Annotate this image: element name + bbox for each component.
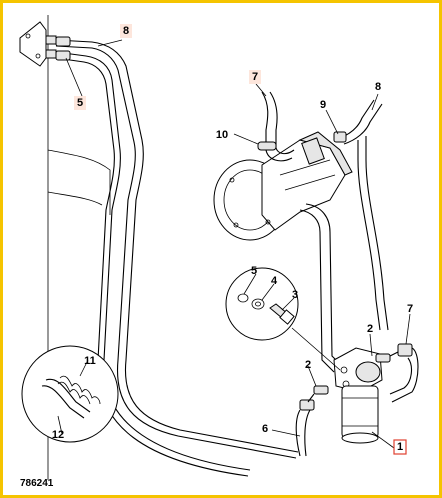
callout-8: 8 [120, 24, 132, 38]
pressure-pipe [299, 203, 343, 373]
callout-text: 3 [292, 289, 298, 301]
tank-port-flange [19, 21, 57, 67]
callout-text: 2 [305, 359, 311, 371]
callout-highlight [120, 24, 132, 38]
tank-hoses [55, 36, 299, 477]
callout-text: 9 [320, 99, 326, 111]
callout-1: 1 [393, 439, 407, 455]
pump-inlet-hose [257, 91, 295, 162]
callout-text: 8 [123, 25, 129, 37]
callout-text: 1 [397, 441, 403, 453]
callout-11: 11 [84, 355, 96, 367]
callout-highlight [74, 96, 86, 110]
callout-text: 11 [84, 355, 96, 367]
detail-bolt-washer-oring [225, 267, 341, 371]
callout-text: 12 [52, 429, 64, 441]
callout-text: 7 [407, 303, 413, 315]
leader-lines [57, 39, 411, 449]
callout-4: 4 [271, 275, 278, 287]
callout-9: 9 [320, 99, 326, 111]
callout-text: 5 [77, 97, 83, 109]
filter-hoses [295, 343, 419, 457]
callout-text: 10 [216, 129, 228, 141]
filter-assembly [333, 347, 383, 444]
callout-5: 5 [251, 265, 257, 277]
figure-number: 786241 [20, 478, 54, 489]
callout-labels: 8 5 7 9 8 10 5 4 3 2 7 2 11 6 12 1 [52, 24, 413, 455]
callout-2: 2 [367, 323, 373, 335]
callout-highlight [249, 70, 261, 84]
callout-12: 12 [52, 429, 64, 441]
callout-text: 2 [367, 323, 373, 335]
callout-text: 6 [262, 423, 268, 435]
callout-5: 5 [74, 96, 86, 110]
callout-6: 6 [262, 423, 268, 435]
hydraulic-pump [213, 131, 353, 241]
callout-2: 2 [305, 359, 311, 371]
callout-3: 3 [292, 289, 298, 301]
callout-8: 8 [375, 81, 381, 93]
callout-text: 7 [252, 71, 258, 83]
detail-hose-spring [21, 345, 119, 443]
callout-text: 8 [375, 81, 381, 93]
callout-text: 5 [251, 265, 257, 277]
callout-7: 7 [249, 70, 261, 84]
callout-highlight [393, 439, 407, 455]
callout-text: 4 [271, 275, 278, 287]
pump-return-hose [333, 99, 389, 331]
callout-7: 7 [407, 303, 413, 315]
callout-10: 10 [216, 129, 228, 141]
